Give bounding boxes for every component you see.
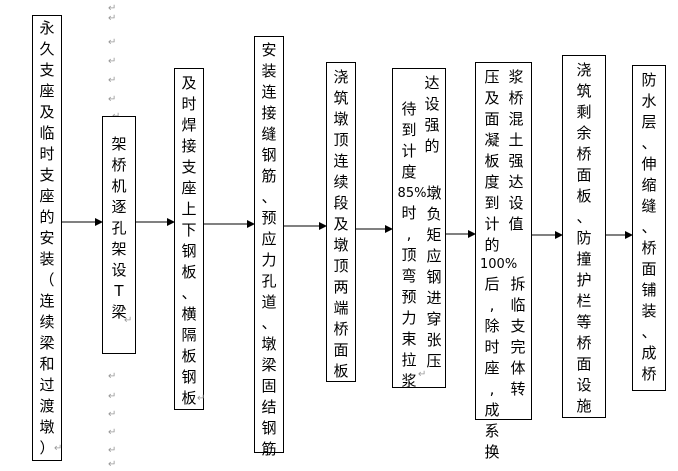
step-box-5 [326, 62, 356, 382]
paragraph-mark: ↵ [108, 3, 117, 14]
step-3-end-mark: ↵ [197, 393, 206, 404]
step-box-4 [254, 36, 284, 453]
step-text-5: 浇 筑 墩 顶 连 续 段 及 墩 顶 两 端 桥 面 板 [333, 68, 349, 380]
paragraph-mark: ↵ [108, 371, 117, 382]
step-text-4: 安 装 连 接 缝 钢 筋 、 预 应 力 孔 道 、 墩 梁 固 结 钢 筋 [261, 41, 277, 458]
paragraph-mark: ↵ [108, 459, 117, 470]
step-box-3 [174, 68, 204, 410]
step-box-6 [392, 68, 446, 388]
step-1-end-mark: ↵ [54, 443, 63, 454]
step-7-percent: 100% [480, 257, 518, 272]
paragraph-mark: ↵ [108, 94, 117, 105]
paragraph-mark: ↵ [108, 75, 117, 86]
step-text-1: 永 久 支 座 及 临 时 支 座 的 安 装 （ 连 续 梁 和 过 渡 墩 … [39, 19, 55, 457]
step-2-end-mark: ↵ [124, 315, 133, 326]
step-6-percent: 85% [397, 186, 427, 201]
step-box-1 [32, 15, 62, 461]
step-text-3: 及 时 焊 接 支 座 上 下 钢 板 、 横 隔 板 钢 板 [181, 74, 197, 407]
paragraph-mark: ↵ [108, 391, 117, 402]
step-6-col-a-head: 待 到 计 度 [401, 100, 417, 181]
step-6-end-mark: ↵ [418, 369, 427, 380]
paragraph-mark: ↵ [108, 445, 117, 456]
step-7-col-a-rest: 后 , 除 时 座 , 成 系 换 [484, 275, 500, 461]
paragraph-mark: ↵ [108, 427, 117, 438]
step-box-7 [475, 62, 532, 420]
step-7-col-b-head: 浆 桥 混 土 强 达 设 值 [508, 68, 524, 233]
paragraph-mark: ↵ [108, 13, 117, 24]
step-6-col-a-rest: 时 , 顶 弯 预 力 束 拉 浆 [401, 204, 417, 390]
step-7-col-b-rest: 拆 临 支 完 体 转 [510, 275, 526, 398]
step-text-2: 架 桥 机 逐 孔 架 设 T 梁 [111, 135, 127, 321]
paragraph-mark: ↵ [108, 409, 117, 420]
step-6-col-b-head: 达 设 强 的 [424, 74, 440, 155]
step-text-8: 浇 筑 剩 余 桥 面 板 、 防 撞 护 栏 等 桥 面 设 施 [576, 61, 592, 415]
step-box-2 [102, 116, 136, 354]
step-box-8 [562, 55, 606, 418]
step-7-col-a-head: 压 及 面 凝 板 度 到 计 的 [484, 68, 500, 254]
step-text-9: 防 水 层 、 伸 缩 缝 、 桥 面 铺 装 、 成 桥 [641, 71, 657, 383]
paragraph-mark: ↵ [108, 37, 117, 48]
step-box-9 [632, 65, 666, 391]
step-6-col-b-rest: 墩 负 矩 应 钢 进 穿 张 压 [426, 184, 442, 370]
paragraph-mark: ↵ [108, 56, 117, 67]
